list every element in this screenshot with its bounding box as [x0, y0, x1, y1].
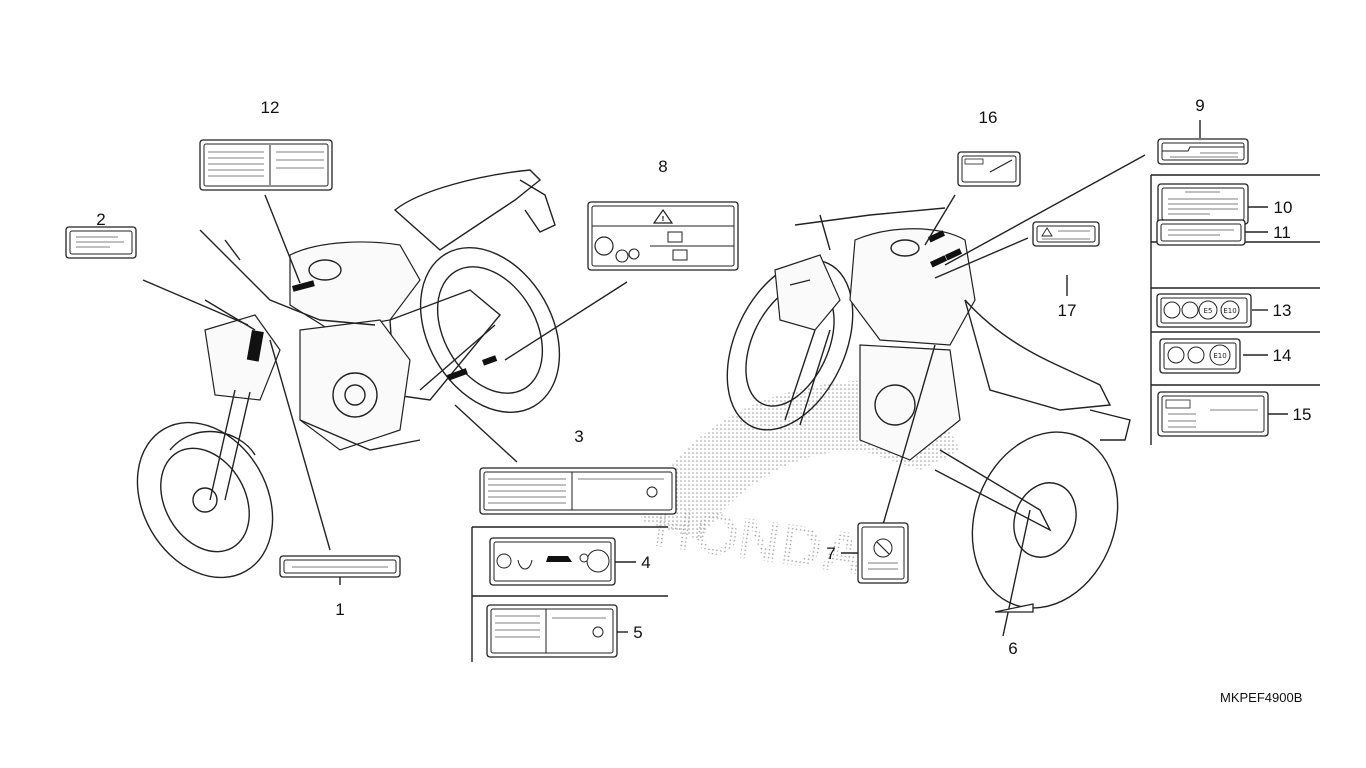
callout-6: 6 — [1008, 639, 1017, 658]
label-6 — [994, 603, 1034, 613]
callout-4: 4 — [641, 553, 650, 572]
e10-badge-14: E10 — [1213, 352, 1226, 360]
label-10 — [1157, 183, 1249, 225]
callout-3: 3 — [574, 427, 583, 446]
label-15 — [1157, 391, 1269, 437]
callout-2: 2 — [96, 210, 105, 229]
motorcycle-right-view — [726, 207, 1131, 609]
callout-numbers: 1 2 3 4 5 6 7 8 9 10 11 12 13 14 15 16 1… — [96, 96, 1311, 658]
label-13: E5 E10 — [1156, 293, 1252, 328]
callout-1: 1 — [335, 600, 344, 619]
leader-lines — [142, 120, 1288, 637]
label-1 — [279, 555, 401, 578]
e10-badge-13: E10 — [1223, 307, 1236, 315]
label-7 — [857, 522, 909, 584]
callout-5: 5 — [633, 623, 642, 642]
callout-15: 15 — [1293, 405, 1312, 424]
callout-12: 12 — [261, 98, 280, 117]
label-8: ! — [587, 201, 739, 271]
label-9 — [1157, 138, 1249, 165]
e5-badge: E5 — [1204, 307, 1213, 315]
callout-7: 7 — [826, 544, 835, 563]
callout-16: 16 — [979, 108, 998, 127]
label-16 — [957, 151, 1021, 187]
label-4 — [489, 537, 616, 586]
label-11 — [1156, 219, 1246, 246]
label-17 — [1032, 221, 1100, 247]
watermark-text: HONDA — [648, 494, 868, 588]
label-2 — [65, 226, 137, 259]
callout-17: 17 — [1058, 301, 1077, 320]
callout-10: 10 — [1274, 198, 1293, 217]
motorcycle-left-view — [136, 169, 561, 579]
label-14: E10 — [1159, 338, 1241, 374]
callout-13: 13 — [1273, 301, 1292, 320]
callout-9: 9 — [1195, 96, 1204, 115]
callout-14: 14 — [1273, 346, 1292, 365]
callout-8: 8 — [658, 157, 667, 176]
label-5 — [486, 604, 618, 658]
svg-text:!: ! — [661, 215, 664, 223]
label-3 — [479, 467, 677, 515]
callout-11: 11 — [1273, 223, 1291, 242]
label-12 — [199, 139, 333, 191]
diagram-code: MKPEF4900B — [1220, 690, 1302, 705]
